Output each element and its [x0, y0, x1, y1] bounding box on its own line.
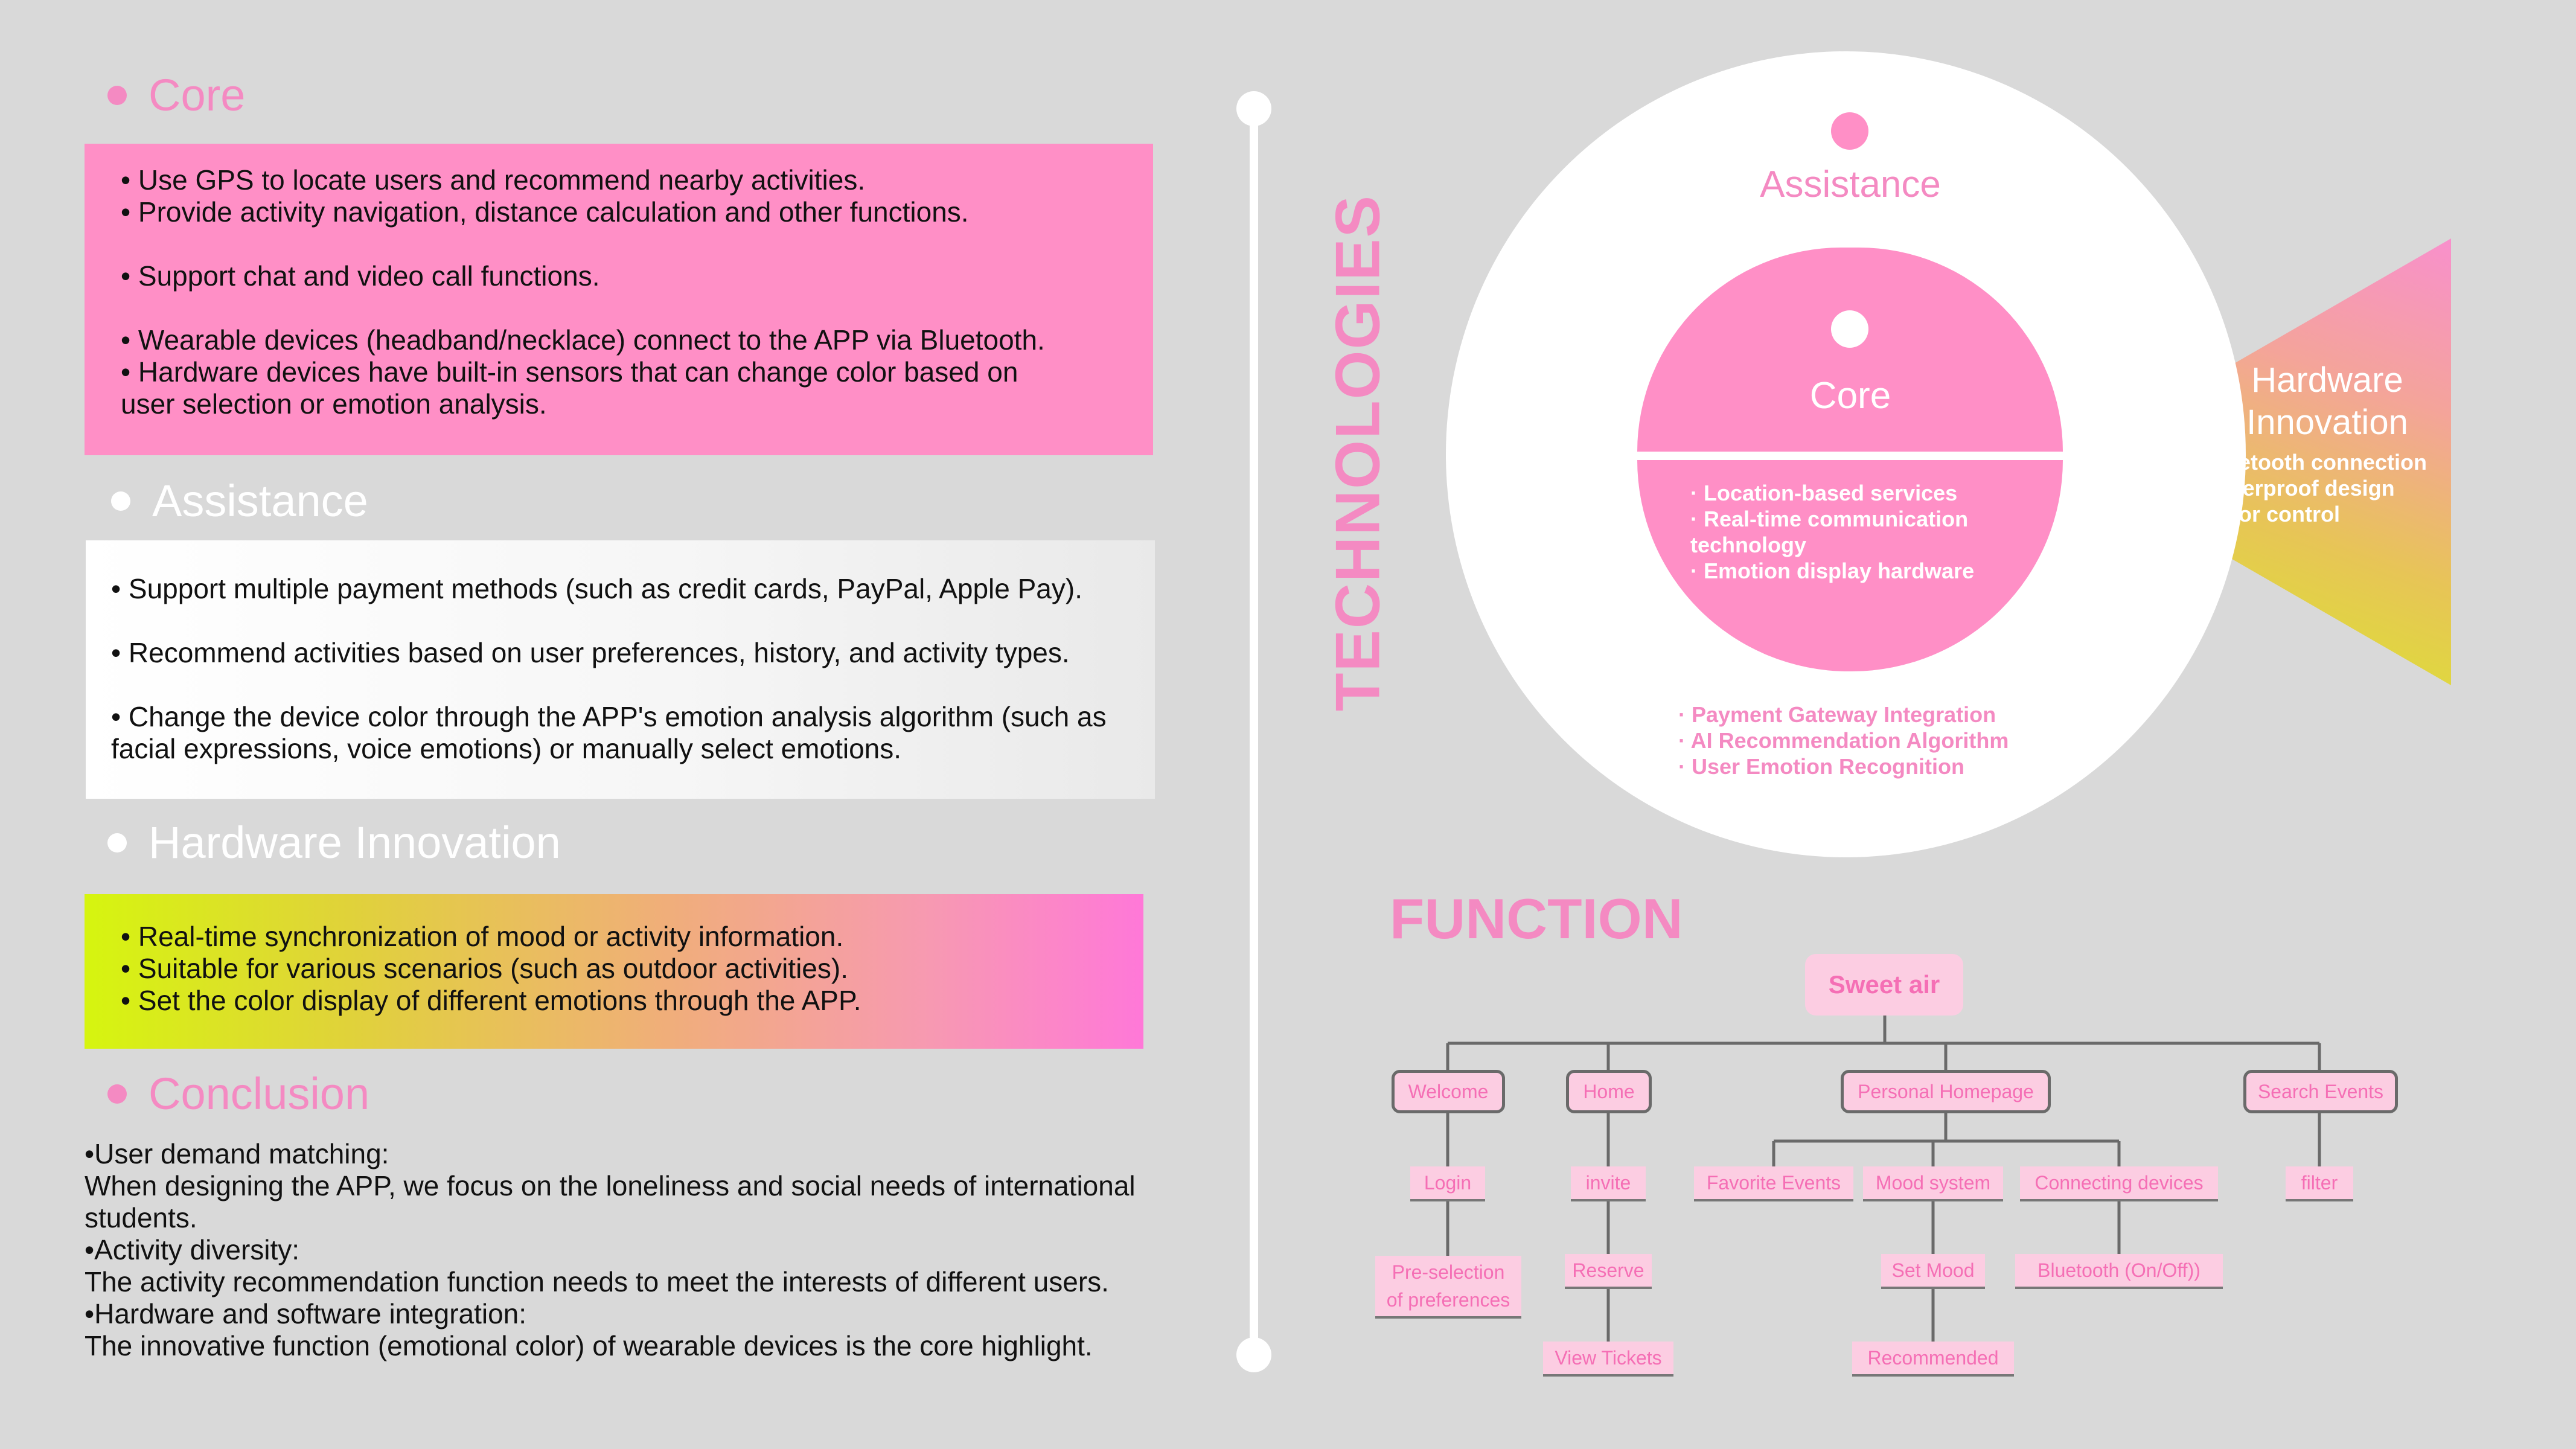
bullet-dot-icon: [107, 1084, 127, 1104]
hardware-heading: Hardware Innovation: [107, 813, 561, 873]
timeline-top-dot: [1236, 91, 1271, 126]
hardware-label-line: Innovation: [2246, 403, 2408, 442]
core-tech-item: · Location-based services: [1690, 481, 1958, 505]
function-node-personal-homepage: Personal Homepage: [1841, 1070, 2051, 1113]
hardware-box: • Real-time synchronization of mood or a…: [85, 894, 1143, 1049]
function-node-search-events: Search Events: [2243, 1070, 2398, 1113]
conclusion-line: •User demand matching:: [85, 1138, 389, 1169]
core-tech-item: · Real-time communication: [1690, 507, 1969, 531]
hardware-line: • Set the color display of different emo…: [121, 985, 861, 1016]
function-title: FUNCTION: [1390, 887, 1683, 950]
conclusion-heading-label: Conclusion: [149, 1069, 370, 1119]
assistance-tech-item: · User Emotion Recognition: [1678, 754, 1965, 779]
function-root-node: Sweet air: [1805, 954, 1963, 1016]
core-line: • Provide activity navigation, distance …: [121, 196, 969, 228]
hardware-tech-item: · Color control: [2190, 502, 2340, 526]
conclusion-text: •User demand matching: When designing th…: [85, 1138, 1219, 1362]
preselection-line: Pre-selection: [1392, 1261, 1505, 1283]
function-node-reserve: Reserve: [1565, 1254, 1652, 1289]
function-node-favorite-events: Favorite Events: [1694, 1166, 1853, 1201]
function-node-set-mood: Set Mood: [1881, 1254, 1985, 1289]
bullet-dot-icon: [107, 833, 127, 852]
hardware-tech-item: · Waterproof design: [2190, 476, 2395, 501]
core-dot-icon: [1831, 310, 1868, 348]
conclusion-line: •Activity diversity:: [85, 1234, 300, 1265]
assistance-dot-icon: [1831, 112, 1868, 150]
function-node-filter: filter: [2286, 1166, 2353, 1201]
bullet-dot-icon: [107, 86, 127, 105]
hardware-dot-icon: [2119, 441, 2156, 479]
conclusion-heading: Conclusion: [107, 1064, 369, 1124]
function-node-preselection: Pre-selection of preferences: [1375, 1256, 1521, 1319]
function-node-mood-system: Mood system: [1863, 1166, 2003, 1201]
function-node-view-tickets: View Tickets: [1543, 1342, 1673, 1377]
assistance-tech-item: · Payment Gateway Integration: [1678, 702, 1996, 727]
timeline-bottom-dot: [1236, 1337, 1271, 1372]
conclusion-line: students.: [85, 1202, 197, 1233]
hardware-heading-label: Hardware Innovation: [149, 817, 561, 868]
hardware-tech-list: · Bluetooth connection · Waterproof desi…: [2190, 449, 2474, 527]
core-heading-label: Core: [149, 70, 246, 120]
timeline-line: [1250, 110, 1258, 1356]
conclusion-line: The innovative function (emotional color…: [85, 1330, 1093, 1361]
assistance-line: • Change the device color through the AP…: [111, 701, 1107, 732]
function-node-login: Login: [1410, 1166, 1485, 1201]
function-node-invite: invite: [1571, 1166, 1646, 1201]
core-line: • Hardware devices have built-in sensors…: [121, 356, 1018, 388]
core-box: • Use GPS to locate users and recommend …: [85, 144, 1153, 455]
function-node-connecting-devices: Connecting devices: [2020, 1166, 2218, 1201]
core-label: Core: [1809, 375, 1891, 417]
function-node-bluetooth: Bluetooth (On/Off)): [2015, 1254, 2223, 1289]
assistance-circle: [1446, 51, 2246, 857]
assistance-box: • Support multiple payment methods (such…: [86, 540, 1155, 799]
assistance-line: facial expressions, voice emotions) or m…: [111, 733, 902, 764]
function-node-welcome: Welcome: [1392, 1070, 1505, 1113]
function-node-home: Home: [1566, 1070, 1652, 1113]
assistance-heading-label: Assistance: [152, 476, 368, 526]
hardware-line: • Suitable for various scenarios (such a…: [121, 953, 848, 984]
hardware-line: • Real-time synchronization of mood or a…: [121, 921, 844, 952]
core-line: • Support chat and video call functions.: [121, 260, 600, 292]
assistance-label: Assistance: [1760, 164, 1941, 205]
conclusion-line: The activity recommendation function nee…: [85, 1266, 1109, 1297]
hardware-tech-item: · Bluetooth connection: [2190, 450, 2427, 475]
assistance-tech-item: · AI Recommendation Algorithm: [1678, 728, 2009, 753]
conclusion-line: When designing the APP, we focus on the …: [85, 1170, 1136, 1201]
function-node-recommended: Recommended: [1852, 1342, 2014, 1377]
core-tech-list: · Location-based services · Real-time co…: [1690, 480, 2004, 584]
hardware-label-line: Hardware: [2251, 360, 2403, 400]
assistance-line: • Recommend activities based on user pre…: [111, 637, 1070, 668]
core-line: user selection or emotion analysis.: [121, 388, 547, 420]
core-line: • Use GPS to locate users and recommend …: [121, 164, 866, 196]
assistance-tech-list: · Payment Gateway Integration · AI Recom…: [1678, 702, 2065, 779]
core-heading: Core: [107, 65, 245, 126]
core-tech-item: · Emotion display hardware: [1690, 558, 1975, 583]
core-line: • Wearable devices (headband/necklace) c…: [121, 324, 1045, 356]
bullet-dot-icon: [111, 491, 130, 511]
assistance-line: • Support multiple payment methods (such…: [111, 573, 1082, 604]
preselection-line: of preferences: [1386, 1289, 1510, 1311]
core-tech-item: technology: [1690, 533, 1807, 557]
assistance-heading: Assistance: [111, 471, 368, 531]
conclusion-line: •Hardware and software integration:: [85, 1298, 527, 1329]
hardware-label: Hardware Innovation: [2191, 359, 2463, 444]
